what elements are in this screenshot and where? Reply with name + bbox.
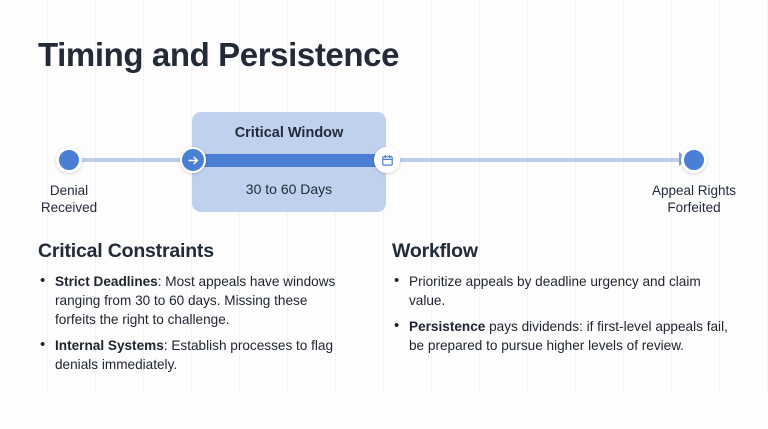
list-item: Prioritize appeals by deadline urgency a… [392, 271, 730, 310]
list-item: Persistence pays dividends: if first-lev… [392, 316, 730, 355]
timeline-end-dot [681, 147, 707, 173]
bullet-list: Prioritize appeals by deadline urgency a… [392, 271, 730, 355]
list-item: Strict Deadlines: Most appeals have wind… [38, 271, 346, 329]
critical-window-title: Critical Window [234, 125, 344, 141]
list-item-lead: Strict Deadlines [55, 274, 158, 289]
content-columns: Critical Constraints Strict Deadlines: M… [0, 240, 768, 381]
connector-line-start [78, 158, 190, 162]
column-critical-constraints: Critical Constraints Strict Deadlines: M… [0, 240, 384, 381]
arrow-right-icon [180, 147, 206, 173]
connector-line-end [392, 158, 688, 162]
list-item-text: pays dividends: if first-level appeals f… [409, 319, 728, 353]
calendar-icon [374, 147, 400, 173]
list-item-text: Prioritize appeals by deadline urgency a… [409, 274, 701, 308]
column-workflow: Workflow Prioritize appeals by deadline … [384, 240, 768, 381]
timeline-end-label: Appeal Rights Forfeited [651, 183, 737, 215]
list-item-lead: Internal Systems [55, 338, 164, 353]
timeline-diagram: Critical Window 30 to 60 Days Denial Rec… [0, 108, 768, 218]
column-heading: Workflow [392, 240, 478, 262]
critical-window-duration: 30 to 60 Days [245, 181, 333, 197]
column-heading: Critical Constraints [38, 240, 214, 262]
list-item: Internal Systems: Establish processes to… [38, 335, 346, 374]
list-item-text: : Establish processes to flag denials im… [55, 338, 334, 372]
list-item-text: : Most appeals have windows ranging from… [55, 274, 336, 327]
page-title: Timing and Persistence [38, 36, 400, 73]
critical-window-bar [192, 154, 386, 167]
timeline-start-dot [56, 147, 82, 173]
timeline-start-label: Denial Received [40, 183, 98, 215]
bullet-list: Strict Deadlines: Most appeals have wind… [38, 271, 346, 374]
list-item-lead: Persistence [409, 319, 486, 334]
